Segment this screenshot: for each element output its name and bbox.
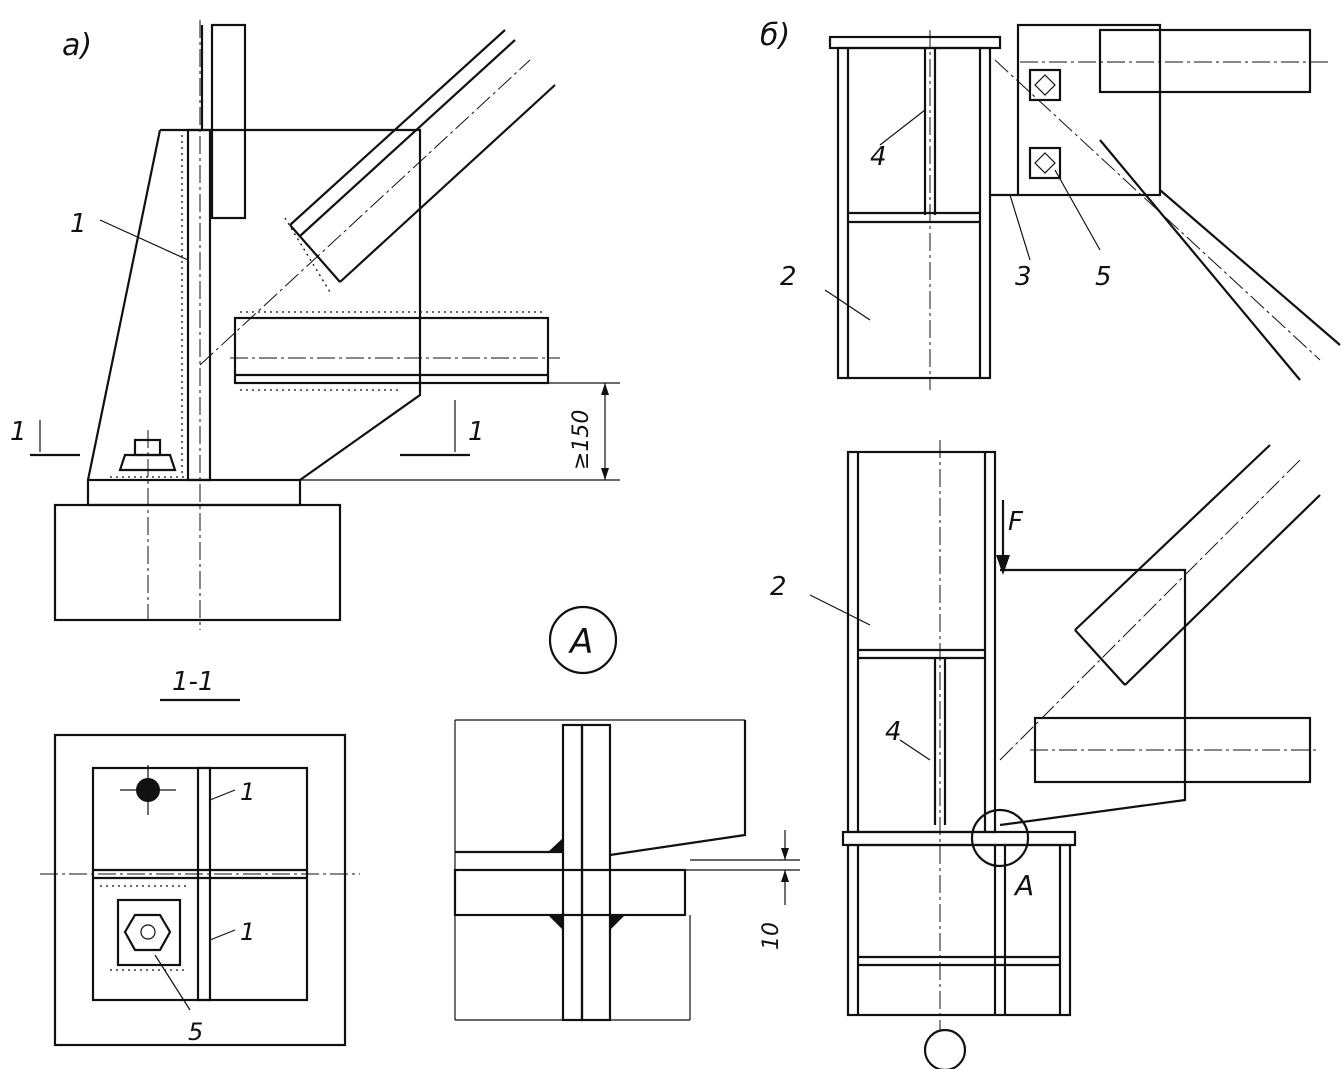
detail-a: A 10	[453, 605, 800, 1022]
section-callout-1-top: 1	[240, 778, 255, 806]
detail-a-marker: A	[1013, 869, 1034, 902]
callout-5-top: 5	[1095, 262, 1112, 292]
upper-chord	[210, 23, 247, 220]
view-b-title: б)	[760, 18, 790, 53]
section-callout-5: 5	[188, 1018, 203, 1046]
view-b-bottom: F A 2 4	[770, 440, 1321, 1069]
dimension-10: 10	[759, 922, 784, 950]
bolt-5-upper	[1028, 68, 1062, 102]
callout-1: 1	[70, 209, 87, 239]
node-circle	[923, 1028, 967, 1069]
detail-marker: A	[568, 622, 593, 662]
bolt-5-lower	[1028, 146, 1062, 180]
column-bottom	[846, 450, 997, 834]
foundation	[53, 503, 342, 622]
base-plate-detail	[453, 868, 687, 917]
dimension-min-150: ≥150	[569, 410, 594, 470]
section-title: 1-1	[172, 667, 214, 697]
section-marker-right: 1	[468, 417, 485, 447]
anchor-nut-plan	[123, 913, 172, 952]
detail-a-marker-circle	[970, 808, 1030, 868]
gusset-plate	[160, 128, 422, 481]
cap-plate	[828, 35, 1002, 50]
horizontal-beam	[233, 316, 550, 385]
base-plate-b	[841, 830, 1077, 847]
callout-4-bottom: 4	[885, 717, 902, 747]
lower-column	[846, 843, 1072, 1017]
detail-marker-circle	[548, 605, 618, 675]
top-beam	[1098, 28, 1312, 94]
callout-4-top: 4	[870, 142, 887, 172]
view-a: а) ≥150	[10, 20, 620, 630]
column-web	[580, 723, 612, 1022]
vertical-rib	[186, 128, 212, 482]
rib-plan	[196, 766, 212, 1002]
section-callout-1-bottom: 1	[240, 918, 255, 946]
callout-2-top: 2	[780, 262, 797, 292]
base-plate	[86, 478, 302, 507]
view-a-title: а)	[62, 28, 92, 63]
connection-plate-3	[1016, 23, 1162, 197]
force-label: F	[1008, 507, 1024, 537]
column-top	[836, 46, 992, 380]
callout-3: 3	[1015, 262, 1032, 292]
washer-plate	[116, 898, 182, 967]
view-b-top: б) 4 2 3 5	[760, 18, 1341, 390]
section-marker-left: 1	[10, 417, 27, 447]
foundation-plan	[53, 733, 347, 1047]
section-1-1: 1-1 1 1 5	[40, 667, 360, 1047]
callout-2-bottom: 2	[770, 572, 787, 602]
